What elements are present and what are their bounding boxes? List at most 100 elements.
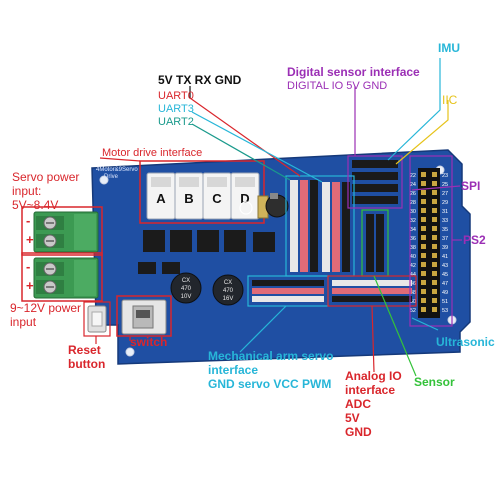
pin-number: 50 [410,299,416,305]
cap-right-label-mid: 470 [223,288,234,294]
servo-pin-rows [252,280,324,302]
pin-number: 25 [442,182,448,188]
analog-line3: ADC [345,397,371,411]
pin-number: 28 [410,200,416,206]
pin-number: 47 [442,281,448,287]
spi-label: SPI [461,179,481,193]
top-headers [352,160,398,204]
motor-port-a: A [156,191,166,206]
analog-pin-rows [332,280,412,302]
switch-highlight [116,295,172,337]
driver-ics [138,230,275,274]
input-power-line1: 9~12V power [10,301,82,315]
servo-power-terminal [33,211,99,253]
arm-servo-line2: interface [208,363,259,377]
input-power-line2: input [10,315,37,329]
pin-number: 39 [442,245,448,251]
uart2-label: UART2 [158,116,194,128]
ultrasonic-label: Ultrasonic [436,335,495,349]
switch-label: switch [130,335,168,349]
imu-label: IMU [438,41,460,55]
pin-number: 36 [410,236,416,242]
analog-line1: Analog IO [345,369,402,383]
vertical-headers [290,180,384,272]
motor-drive-label: Motor drive interface [102,147,203,159]
pin-numbers-left: 22 24 26 28 30 32 34 36 38 40 42 44 46 4… [410,173,416,314]
pin-number: 30 [410,209,416,215]
logo-icon [239,201,253,215]
main-minus-sign: - [26,259,30,274]
silkscreen-subtitle: Drive [104,174,119,180]
pin-number: 46 [410,281,416,287]
pin-number: 29 [442,200,448,206]
main-plus-sign: + [26,278,34,293]
servo-minus-sign: - [26,213,30,228]
digital-pin-header [418,168,440,318]
pin-number: 26 [410,191,416,197]
reset-line1: Reset [68,343,101,357]
digital-sensor-title: Digital sensor interface [287,65,420,79]
pin-number: 42 [410,263,416,269]
pin-numbers-right: 23 25 27 29 31 33 35 37 39 41 43 45 47 4… [442,173,448,314]
pin-number: 40 [410,254,416,260]
ps2-label: PS2 [463,233,486,247]
pin-number: 45 [442,272,448,278]
silkscreen-title: 4Motor&9Servo [96,167,138,173]
pin-number: 34 [410,227,416,233]
servo-plus-sign: + [26,232,34,247]
motor-connectors: A B C D [146,172,260,220]
reset-highlight [83,301,111,337]
motor-port-c: C [212,191,222,206]
main-power-highlight [21,252,103,302]
servo-power-line1: Servo power [12,170,80,184]
pin-number: 53 [442,308,448,314]
cap-right-label-top: CX [224,280,232,286]
servo-power-highlight [21,206,103,256]
reset-line2: button [68,357,106,371]
motor-drive-highlight [139,160,265,224]
pin-number: 38 [410,245,416,251]
arm-servo-line1: Mechanical arm servo [208,349,334,363]
sensor-label: Sensor [414,375,455,389]
pin-number: 37 [442,236,448,242]
pin-number: 33 [442,218,448,224]
uart3-label: UART3 [158,103,194,115]
pin-number: 31 [442,209,448,215]
pin-number: 22 [410,173,416,179]
pin-number: 32 [410,218,416,224]
pin-number: 51 [442,299,448,305]
servo-power-line2: input: [12,184,42,198]
arm-servo-line3: GND servo VCC PWM [208,377,332,391]
iic-label: IIC [442,93,458,107]
pin-number: 43 [442,263,448,269]
motor-port-d: D [240,191,249,206]
pin-number: 41 [442,254,448,260]
analog-line5: GND [345,425,372,439]
capacitor-right: CX 470 16V [212,274,244,306]
uart0-label: UART0 [158,90,194,102]
pin-number: 27 [442,191,448,197]
pin-number: 35 [442,227,448,233]
pin-number: 49 [442,290,448,296]
pin-number: 44 [410,272,416,278]
cap-left-label-bot: 10V [181,294,192,300]
analog-line2: interface [345,383,396,397]
pin-number: 23 [442,173,448,179]
ps2-highlight [409,155,453,327]
cap-right-label-bot: 16V [223,296,234,302]
motor-port-b: B [184,191,193,206]
callout-lines [95,58,462,377]
servo-power-line3: 5V~8.4V [12,198,59,212]
analog-line4: 5V [345,411,360,425]
cap-left-label-mid: 470 [181,286,192,292]
cap-left-label-top: CX [182,278,190,284]
pin-number: 48 [410,290,416,296]
capacitor-left: CX 470 10V [170,272,202,304]
power-header-label: 5V TX RX GND [158,73,242,87]
pin-number: 24 [410,182,416,188]
digital-sensor-pins: DIGITAL IO 5V GND [287,80,388,92]
main-power-terminal [33,257,99,299]
digital-sensor-highlight [347,155,403,209]
pin-number: 52 [410,308,416,314]
